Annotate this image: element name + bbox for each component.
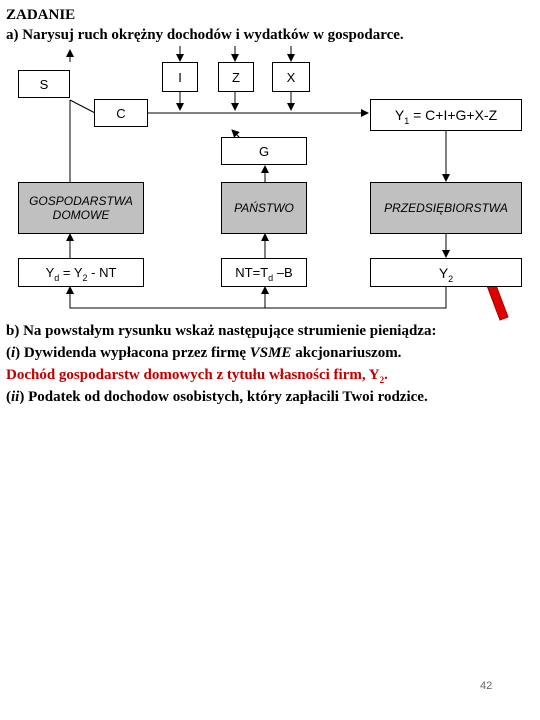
households-label-2: DOMOWE xyxy=(52,208,110,222)
y2-return-line xyxy=(66,285,447,309)
yd-label: Yd = Y2 - NT xyxy=(45,265,117,283)
s-to-c-line xyxy=(69,99,98,115)
task-b-line2: (i) Dywidenda wypłacona przez firmę VSME… xyxy=(6,345,402,361)
nt-label: NT=Td –B xyxy=(235,265,293,283)
y2-box: Y2 xyxy=(370,258,522,287)
state-box: PAŃSTWO xyxy=(221,182,307,234)
savings-box-s: S xyxy=(18,70,70,98)
exports-box-x: X xyxy=(272,62,310,92)
task-b-line4: (ii) Podatek od dochodow osobistych, któ… xyxy=(6,389,428,405)
households-label-1: GOSPODARSTWA xyxy=(29,194,133,208)
output-box-y1: Y1 = C+I+G+X-Z xyxy=(370,99,522,131)
task-a-text: a) Narysuj ruch okrężny dochodów i wydat… xyxy=(6,27,404,43)
government-spending-box-g: G xyxy=(221,137,307,165)
page-number: 42 xyxy=(480,680,493,692)
consumption-box-c: C xyxy=(94,99,148,127)
task-b-line1: b) Na powstałym rysunku wskaż następując… xyxy=(6,323,437,339)
households-box: GOSPODARSTWA DOMOWE xyxy=(18,182,144,234)
heading-title: ZADANIE xyxy=(6,7,76,23)
investment-box-i: I xyxy=(162,62,198,92)
task-b-line3: Dochód gospodarstw domowych z tytułu wła… xyxy=(6,367,388,385)
y2-label: Y2 xyxy=(438,264,454,284)
net-taxes-box: NT=Td –B xyxy=(221,258,307,287)
imports-box-z: Z xyxy=(218,62,254,92)
disposable-income-box: Yd = Y2 - NT xyxy=(18,258,144,287)
firms-box: PRZEDSIĘBIORSTWA xyxy=(370,182,522,234)
y1-label: Y1 = C+I+G+X-Z xyxy=(394,107,498,126)
